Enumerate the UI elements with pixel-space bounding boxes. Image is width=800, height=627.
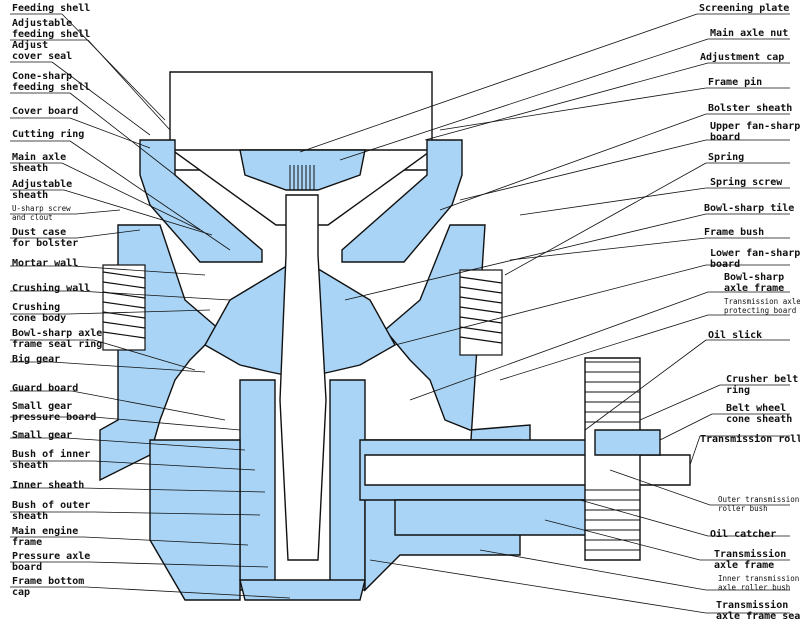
springs: [102, 264, 503, 356]
label-bowl-sharp-tile: Bowl-sharp tile: [704, 203, 795, 214]
adjustment-cap-right: [341, 139, 463, 263]
screening-plate: [289, 165, 315, 190]
label-inner-transmission-axle-roller-bush: Inner transmission axle roller bush: [718, 574, 800, 592]
label-adjust-cover-seal: Adjust cover seal: [12, 40, 73, 62]
pulley-grooves: [585, 361, 640, 551]
label-inner-sheath: Inner sheath: [12, 480, 85, 491]
label-bush-outer-sheath: Bush of outer sheath: [12, 500, 91, 522]
belt-wheel-cone: [594, 429, 661, 456]
label-oil-slick: Oil slick: [708, 330, 763, 341]
label-cone-sharp-feeding-shell: Cone-sharp feeding shell: [12, 71, 91, 93]
label-pressure-axle-board: Pressure axle board: [12, 551, 91, 573]
leader-lines-left: [51, 13, 291, 599]
label-upper-fan-sharp-board: Upper fan-sharp board: [710, 121, 800, 143]
label-bowl-sharp-axle-seal: Bowl-sharp axle frame seal ring: [12, 328, 103, 350]
label-dust-case-bolster: Dust case for bolster: [12, 227, 79, 249]
label-frame-bottom-cap: Frame bottom cap: [12, 576, 85, 598]
label-bowl-sharp-axle-frame: Bowl-sharp axle frame: [724, 272, 785, 294]
label-u-sharp-screw: U-sharp screw and clout: [12, 204, 71, 222]
label-bolster-sheath: Bolster sheath: [708, 103, 793, 114]
label-main-axle-nut: Main axle nut: [710, 28, 789, 39]
label-cutting-ring: Cutting ring: [12, 129, 85, 140]
label-mortar-wall: Mortar wall: [12, 258, 79, 269]
frame-bottom-cap: [239, 579, 366, 601]
transmission-axle-frame: [394, 499, 601, 536]
label-adjustment-cap: Adjustment cap: [700, 52, 785, 63]
label-frame-pin: Frame pin: [708, 77, 763, 88]
label-adjustable-feeding-shell: Adjustable feeding shell: [12, 18, 91, 40]
label-crushing-cone-body: Crushing cone body: [12, 302, 67, 324]
label-guard-board: Guard board: [12, 383, 79, 394]
label-transmission-axle-frame: Transmission axle frame: [714, 549, 787, 571]
main-axle: [279, 194, 327, 561]
label-adjustable-sheath: Adjustable sheath: [12, 179, 73, 201]
main-engine-frame: [149, 439, 241, 601]
outer-sheath: [239, 379, 276, 591]
label-small-gear: Small gear: [12, 430, 73, 441]
label-main-axle-sheath: Main axle sheath: [12, 152, 67, 174]
label-oil-catcher: Oil catcher: [710, 529, 777, 540]
label-crusher-belt-ring: Crusher belt ring: [726, 374, 799, 396]
label-rules: [10, 13, 790, 614]
label-frame-bush: Frame bush: [704, 227, 765, 238]
label-lower-fan-sharp-board: Lower fan-sharp board: [710, 248, 800, 270]
label-small-gear-pressure-board: Small gear pressure board: [12, 401, 97, 423]
label-transmission-axle-protecting-board: Transmission axle protecting board: [724, 297, 800, 315]
crusher-body: [99, 71, 691, 601]
label-crushing-wall: Crushing wall: [12, 283, 91, 294]
adjustment-cap: [139, 139, 263, 263]
label-screening-plate: Screening plate: [699, 3, 790, 14]
label-belt-wheel-cone-sheath: Belt wheel cone sheath: [726, 403, 793, 425]
label-transmission-roller: Transmission roller: [700, 434, 800, 445]
leader-lines-right: [299, 13, 721, 614]
label-spring: Spring: [708, 152, 745, 163]
label-outer-transmission-roller-bush: Outer transmission roller bush: [718, 495, 800, 513]
label-bush-inner-sheath: Bush of inner sheath: [12, 449, 91, 471]
label-spring-screw: Spring screw: [710, 177, 783, 188]
label-feeding-shell: Feeding shell: [12, 3, 91, 14]
label-cover-board: Cover board: [12, 106, 79, 117]
label-main-engine-frame: Main engine frame: [12, 526, 79, 548]
label-transmission-axle-frame-seal: Transmission axle frame seal: [716, 600, 800, 622]
transmission-roller: [364, 454, 691, 486]
label-big-gear: Big gear: [12, 354, 61, 365]
